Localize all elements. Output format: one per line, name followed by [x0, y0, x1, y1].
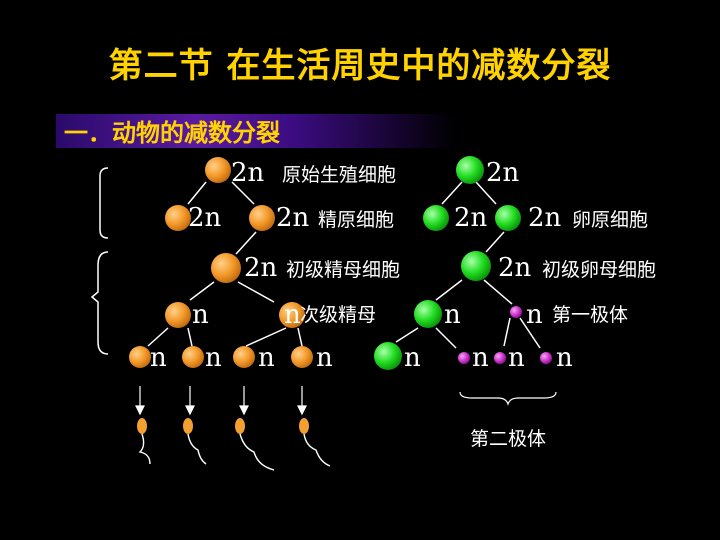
arrow-secondary-oocyte-right: [435, 327, 457, 349]
label-ovum-ploidy: n: [404, 343, 421, 373]
arrowhead-sperm-1: [135, 405, 145, 416]
label-second-polar-1-ploidy: n: [472, 343, 489, 373]
cell-secondary-spermatocyte-right: [279, 302, 305, 328]
label-oogonium-name: 卵原细胞: [572, 209, 649, 231]
cell-female-primordial: [456, 156, 484, 184]
label-primordial-ploidy: 2n: [231, 158, 265, 188]
sperm-tail-3: [239, 433, 275, 471]
arrow-secondary-oocyte-left: [395, 327, 419, 343]
label-first-polar-name: 第一极体: [552, 304, 629, 326]
label-primordial-name: 原始生殖细胞: [282, 164, 397, 186]
arrow-female-primordial-right: [475, 181, 497, 205]
label-secondary-right-name: 次级精母: [300, 304, 377, 326]
cell-first-polar-body: [510, 306, 522, 318]
label-female-primordial-ploidy: 2n: [486, 158, 520, 188]
cell-spermatid-2: [182, 346, 204, 368]
cell-spermatid-4: [291, 346, 313, 368]
label-first-polar-ploidy: n: [526, 300, 543, 330]
second-polar-brace: [459, 391, 557, 406]
arrow-secondary-to-spermatid-1: [147, 327, 169, 347]
arrow-primordial-to-gonium: [231, 181, 255, 205]
arrow-primary-to-secondary-oocyte: [435, 279, 463, 301]
arrow-gonium-to-primary: [235, 231, 257, 255]
label-spermatid-1: n: [150, 343, 167, 373]
arrow-first-polar-right: [519, 317, 541, 349]
label-secondary-right-ploidy: n: [284, 300, 301, 330]
arrowhead-sperm-3: [239, 405, 249, 416]
stage-bracket-2: [90, 251, 109, 355]
arrow-secondary-to-spermatid-3: [245, 327, 287, 347]
cell-spermatid-1: [129, 346, 151, 368]
arrowhead-sperm-4: [297, 405, 307, 416]
slide-title: 第二节 在生活周史中的减数分裂: [108, 46, 612, 86]
cell-primary-spermatocyte: [211, 253, 241, 283]
arrow-female-primordial-left: [441, 181, 463, 205]
sperm-head-4: [299, 418, 309, 434]
label-spermatid-4: n: [316, 343, 333, 373]
cell-secondary-oocyte: [414, 300, 442, 328]
sperm-head-1: [137, 418, 147, 434]
cell-second-polar-1: [458, 352, 470, 364]
cell-spermatogonium: [249, 205, 275, 231]
arrow-primary-to-first-polar: [483, 279, 513, 305]
sperm-tail-4: [303, 433, 331, 467]
label-primary-spermatocyte-name: 初级精母细胞: [286, 259, 401, 281]
cell-primordial-germ: [205, 157, 231, 183]
subtitle-highlight: [56, 114, 456, 148]
stage-bracket-1: [99, 167, 109, 239]
label-primary-oocyte-name: 初级卵母细胞: [542, 259, 657, 281]
arrow-secondary-to-spermatid-2: [187, 327, 193, 347]
label-second-polar-3-ploidy: n: [556, 343, 573, 373]
arrow-first-polar-left: [503, 317, 511, 347]
label-spermatogonium-name: 精原细胞: [318, 209, 395, 231]
arrow-secondary-to-spermatid-4: [297, 327, 303, 347]
label-second-polar-2-ploidy: n: [508, 343, 525, 373]
arrowhead-sperm-2: [185, 405, 195, 416]
cell-second-polar-3: [540, 352, 552, 364]
label-second-polar-body: 第二极体: [470, 428, 547, 450]
label-oogonium-left-ploidy: 2n: [454, 203, 488, 233]
label-oogonium-ploidy: 2n: [528, 203, 562, 233]
label-spermatid-3: n: [258, 343, 275, 373]
cell-spermatogonium-left: [165, 205, 191, 231]
cell-second-polar-2: [494, 352, 506, 364]
arrow-primordial-to-gonium-left: [187, 181, 207, 205]
label-secondary-oocyte-ploidy: n: [444, 300, 461, 330]
section-heading: 一．动物的减数分裂: [64, 118, 280, 147]
arrow-primary-to-secondary-right: [237, 281, 275, 303]
cell-spermatid-3: [233, 346, 255, 368]
sperm-head-2: [183, 418, 193, 434]
label-spermatid-2: n: [205, 343, 222, 373]
arrow-primary-to-secondary-left: [189, 281, 215, 301]
label-primary-oocyte-ploidy: 2n: [498, 253, 532, 283]
label-secondary-left-ploidy: n: [192, 300, 209, 330]
cell-oogonium: [495, 205, 521, 231]
arrow-oogonium-to-primary: [485, 231, 505, 253]
sperm-tail-1: [138, 433, 151, 465]
cell-primary-oocyte: [461, 251, 491, 281]
cell-oogonium-left: [423, 205, 449, 231]
sperm-head-3: [235, 418, 245, 434]
sperm-tail-2: [187, 433, 207, 465]
label-primary-spermatocyte-ploidy: 2n: [244, 253, 278, 283]
cell-secondary-spermatocyte-left: [165, 302, 191, 328]
label-spermatogonium-ploidy: 2n: [276, 203, 310, 233]
label-spermatogonium-left-ploidy: 2n: [188, 203, 222, 233]
cell-ovum: [374, 342, 402, 370]
